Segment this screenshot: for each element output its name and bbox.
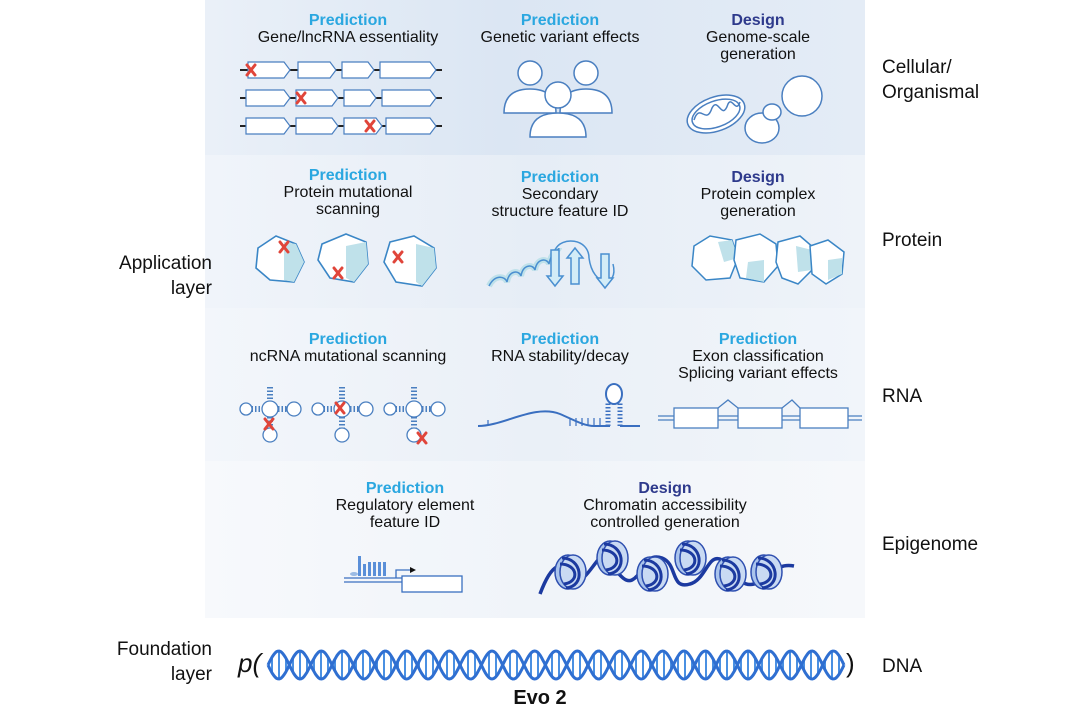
ncrna-scanning-label: Prediction ncRNA mutational scanning	[249, 331, 447, 365]
protein-complex-label: Design Protein complex generation	[700, 169, 816, 220]
secondary-structure-label: Prediction Secondary structure feature I…	[491, 169, 629, 220]
row-label-dna: DNA	[882, 656, 923, 677]
helix-sheet-icon	[486, 240, 615, 290]
protein-blob-icon	[255, 233, 437, 287]
probability-open: p(	[238, 648, 262, 678]
genome-generation-label: Design Genome-scale generation	[705, 12, 811, 63]
band-epigenome	[205, 461, 865, 618]
application-layer-label: Application layer	[119, 253, 212, 299]
row-label-cellular: Cellular/ Organismal	[882, 57, 980, 103]
model-name: Evo 2	[513, 687, 567, 709]
gene-track-icon	[240, 61, 442, 135]
band-rna	[205, 308, 865, 461]
protein-scanning-label: Prediction Protein mutational scanning	[283, 167, 413, 218]
chromatin-generation-label: Design Chromatin accessibility controlle…	[583, 480, 747, 531]
band-protein	[205, 155, 865, 308]
dna-helix-icon	[266, 649, 846, 681]
nucleosome-icon	[538, 539, 795, 595]
regulatory-element-icon	[344, 556, 463, 593]
foundation-layer-label: Foundation layer	[116, 639, 212, 685]
variant-effects-label: Prediction Genetic variant effects	[480, 12, 640, 46]
protein-complex-icon	[691, 233, 845, 285]
mitochondria-cell-icon	[686, 75, 823, 144]
gene-essentiality-label: Prediction Gene/lncRNA essentiality	[257, 12, 439, 46]
rna-stability-label: Prediction RNA stability/decay	[491, 331, 629, 365]
probability-close: )	[846, 648, 855, 678]
people-icon	[503, 60, 613, 138]
row-label-protein: Protein	[882, 230, 943, 251]
row-label-epigenome: Epigenome	[882, 534, 979, 555]
exon-track-icon	[658, 399, 862, 429]
exon-classification-label: Prediction Exon classification Splicing …	[678, 331, 838, 382]
regulatory-element-label: Prediction Regulatory element feature ID	[335, 480, 475, 531]
trna-icon	[238, 387, 458, 449]
rna-hairpin-icon	[477, 383, 640, 427]
row-label-rna: RNA	[882, 386, 923, 407]
